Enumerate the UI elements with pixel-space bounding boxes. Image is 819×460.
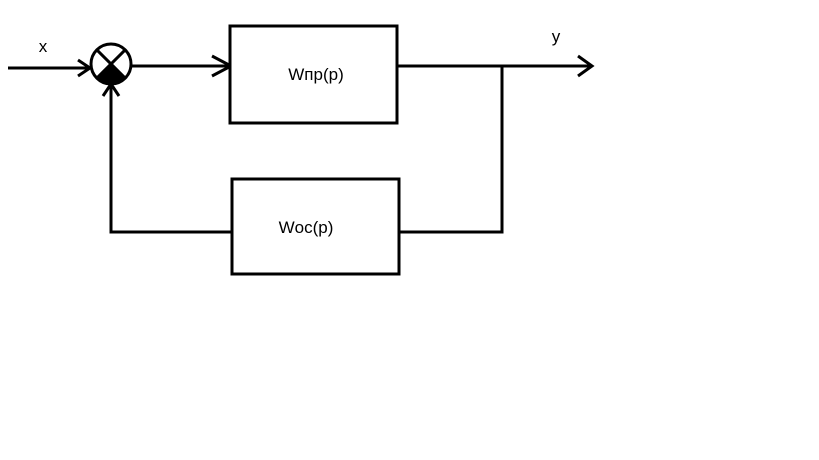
output-arrowhead xyxy=(577,54,595,78)
summing-junction-cross-2 xyxy=(95,48,127,80)
input-label: x xyxy=(39,37,48,56)
output-label: y xyxy=(552,27,561,46)
feedback-arrowhead xyxy=(101,81,121,97)
summing-junction xyxy=(89,42,133,86)
forward-block xyxy=(228,24,399,125)
feedback-return-line xyxy=(109,86,232,234)
forward-block-label: Wпр(p) xyxy=(288,65,343,84)
feedback-branch-line xyxy=(400,66,504,234)
feedback-block-label: Wос(p) xyxy=(279,218,334,237)
feedback-block xyxy=(230,177,401,276)
summing-junction-feedback-sector xyxy=(96,64,126,84)
